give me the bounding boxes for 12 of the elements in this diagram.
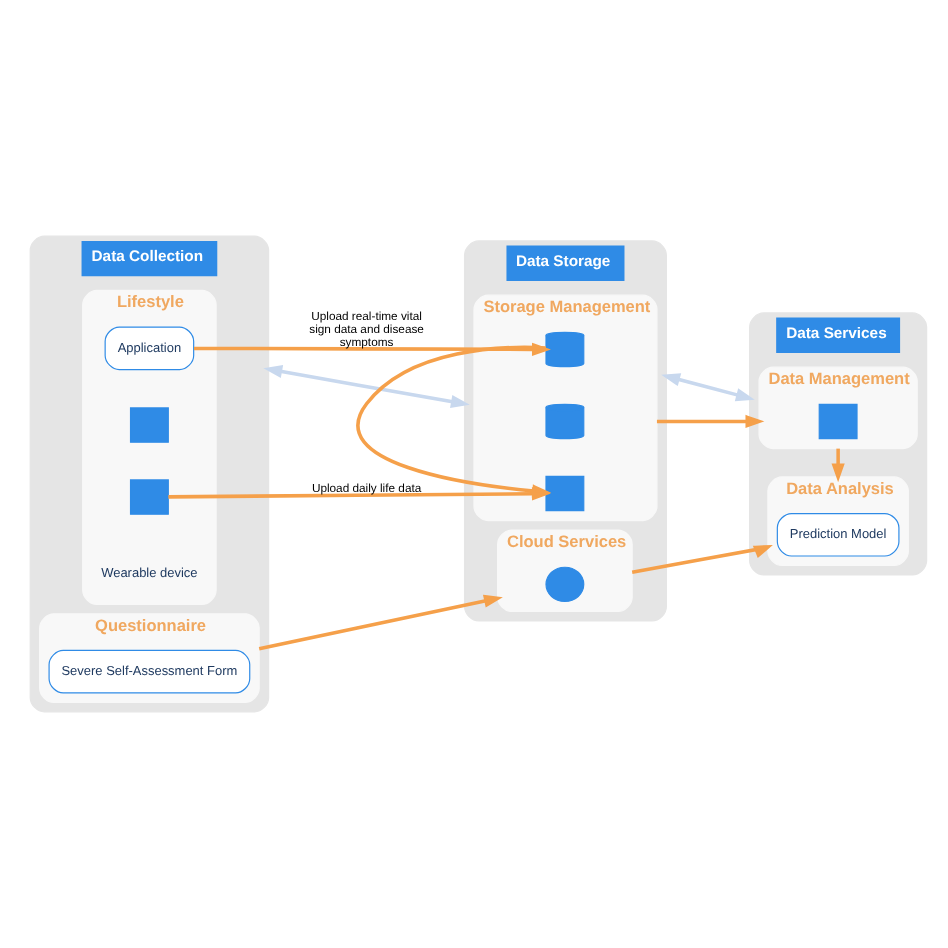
arrow <box>258 594 503 651</box>
node-box <box>545 475 585 512</box>
arrow <box>356 345 552 498</box>
node-box <box>129 407 169 443</box>
node-box <box>129 479 169 515</box>
arrow <box>656 414 765 429</box>
arrow <box>263 365 470 409</box>
arrow <box>631 544 773 574</box>
arrow <box>661 373 755 402</box>
node-box <box>818 403 858 440</box>
arrow <box>831 448 845 483</box>
node-cloud <box>545 566 585 603</box>
